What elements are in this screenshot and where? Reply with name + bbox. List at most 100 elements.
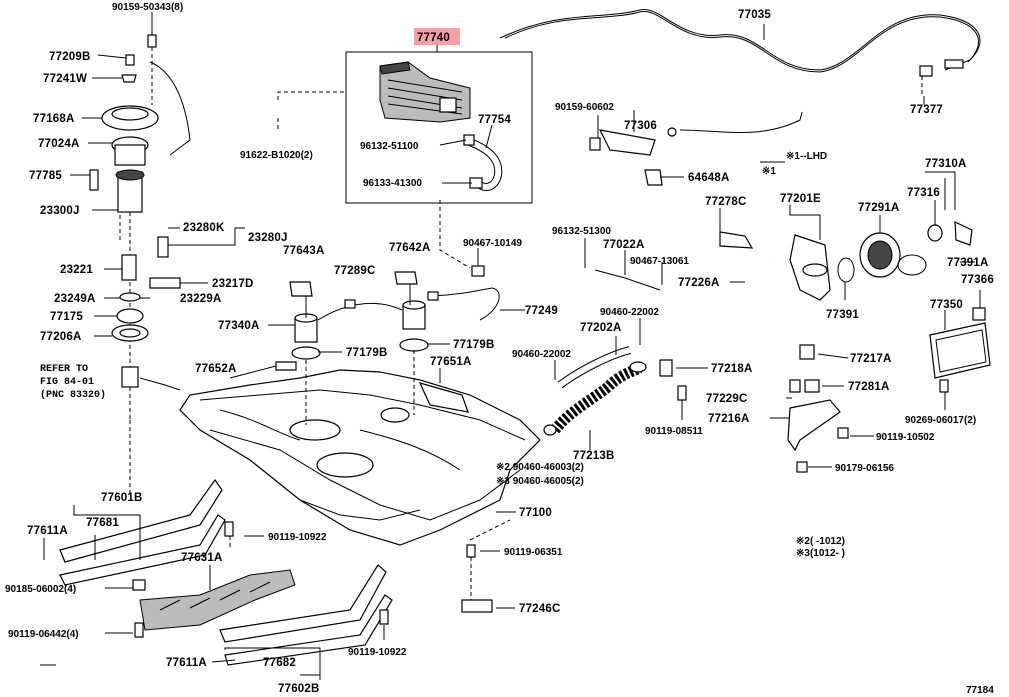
- label-77216A: 77216A: [708, 413, 749, 425]
- highlight-77740[interactable]: [414, 28, 460, 45]
- label-77601B: 77601B: [101, 492, 142, 504]
- protector-77631A[interactable]: [139, 569, 296, 631]
- label-77652A: 77652A: [195, 363, 236, 375]
- label-77785: 77785: [29, 170, 62, 182]
- label-90460-46003: ※2 90460-46003(2): [496, 462, 584, 473]
- label-77350: 77350: [930, 299, 963, 311]
- label-90467-13061: 90467-13061: [630, 256, 689, 267]
- label-23217D: 23217D: [212, 278, 253, 290]
- canister-detail-box: [345, 51, 533, 204]
- tank-straps[interactable]: [59, 478, 393, 666]
- filler-cap-assembly[interactable]: [837, 178, 991, 393]
- label-77179B-b: 77179B: [453, 339, 494, 351]
- charcoal-canister[interactable]: [379, 61, 471, 123]
- label-77316: 77316: [907, 187, 940, 199]
- label-23280K: 23280K: [183, 222, 225, 234]
- label-90119-10922-a: 90119-10922: [268, 532, 327, 543]
- label-90460-22002-b: 90460-22002: [512, 349, 571, 360]
- note-2: ※2( -1012): [796, 536, 845, 547]
- label-77209B: 77209B: [49, 51, 90, 63]
- label-90460-46005: ※3 90460-46005(2): [496, 476, 584, 487]
- label-77229C: 77229C: [706, 393, 747, 405]
- mark-1: ※1: [762, 166, 776, 177]
- note-3: ※3(1012- ): [796, 548, 845, 559]
- label-77278C: 77278C: [705, 196, 746, 208]
- figure-number: 77184: [966, 685, 994, 696]
- label-77310A: 77310A: [925, 158, 966, 170]
- label-77175: 77175: [50, 311, 83, 323]
- label-90119-06442: 90119-06442(4): [8, 629, 79, 640]
- insulator-77651A[interactable]: [418, 382, 469, 413]
- label-23300J: 23300J: [40, 205, 80, 217]
- label-77602B: 77602B: [278, 683, 319, 695]
- label-77681: 77681: [86, 517, 119, 529]
- label-90119-08511: 90119-08511: [645, 426, 703, 437]
- label-96132-51300: 96132-51300: [552, 226, 611, 237]
- label-90119-10922-b: 90119-10922: [348, 647, 407, 658]
- label-77306: 77306: [624, 120, 657, 132]
- label-90159-60602: 90159-60602: [555, 102, 614, 113]
- label-77249: 77249: [525, 305, 558, 317]
- label-77377: 77377: [910, 104, 943, 116]
- label-90467-10149: 90467-10149: [463, 238, 522, 249]
- label-77213B: 77213B: [573, 450, 614, 462]
- label-77631A: 77631A: [181, 552, 222, 564]
- label-77291A: 77291A: [858, 202, 899, 214]
- label-77218A: 77218A: [711, 363, 752, 375]
- refer-note-line1: REFER TO: [40, 364, 88, 375]
- label-64648A: 64648A: [688, 172, 729, 184]
- label-77022A: 77022A: [603, 239, 644, 251]
- lhd-note: ※1--LHD: [786, 151, 827, 162]
- label-77281A: 77281A: [848, 381, 889, 393]
- label-23221: 23221: [60, 264, 93, 276]
- label-77754: 77754: [478, 114, 511, 126]
- label-91622-B1020: 91622-B1020(2): [240, 150, 313, 161]
- label-23249A: 23249A: [54, 293, 95, 305]
- label-23229A: 23229A: [180, 293, 221, 305]
- label-77206A: 77206A: [40, 331, 81, 343]
- insulator-77652A[interactable]: [275, 361, 297, 371]
- label-90269-06017: 90269-06017(2): [905, 415, 976, 426]
- label-77024A: 77024A: [38, 138, 79, 150]
- fuel-sender-units[interactable]: [289, 265, 500, 425]
- cable-77035[interactable]: [499, 9, 981, 71]
- label-77366: 77366: [961, 274, 994, 286]
- label-77035: 77035: [738, 9, 771, 21]
- label-77226A: 77226A: [678, 277, 719, 289]
- label-77391A: 77391A: [947, 257, 988, 269]
- part-labels: 90159-50343(8) 77209B 77241W 77168A 7702…: [5, 2, 994, 696]
- label-77611A-a: 77611A: [27, 525, 68, 537]
- label-77168A: 77168A: [33, 113, 74, 125]
- label-77202A: 77202A: [580, 322, 621, 334]
- label-90179-06156: 90179-06156: [835, 463, 894, 474]
- label-90185-06002: 90185-06002(4): [5, 584, 76, 595]
- fuel-filler-pipe[interactable]: [589, 129, 831, 364]
- fuel-tank-77100[interactable]: [179, 369, 541, 546]
- label-77179B-a: 77179B: [346, 347, 387, 359]
- label-77289C: 77289C: [334, 265, 375, 277]
- label-77201E: 77201E: [780, 193, 821, 205]
- leader-lines: [40, 12, 981, 680]
- label-77241W: 77241W: [43, 73, 87, 85]
- label-77682: 77682: [263, 657, 296, 669]
- hose-77213B[interactable]: [550, 362, 643, 434]
- label-77246C: 77246C: [519, 603, 560, 615]
- label-90159-50343: 90159-50343(8): [112, 2, 183, 13]
- label-96132-51100: 96132-51100: [360, 141, 419, 152]
- label-96133-41300: 96133-41300: [363, 178, 422, 189]
- label-77611A-b: 77611A: [166, 657, 207, 669]
- refer-note-line3: (PNC 83320): [40, 389, 106, 401]
- label-90119-06351: 90119-06351: [504, 547, 563, 558]
- filler-brackets[interactable]: [659, 344, 849, 473]
- label-77651A: 77651A: [430, 356, 471, 368]
- label-90460-22002-a: 90460-22002: [600, 307, 659, 318]
- label-77642A: 77642A: [389, 242, 430, 254]
- label-90119-10502: 90119-10502: [876, 432, 935, 443]
- label-77100: 77100: [519, 507, 552, 519]
- label-77391: 77391: [826, 309, 859, 321]
- refer-note-line2: FIG 84-01: [40, 377, 94, 388]
- label-77217A: 77217A: [850, 353, 891, 365]
- label-23280J: 23280J: [248, 232, 288, 244]
- label-77643A: 77643A: [283, 245, 324, 257]
